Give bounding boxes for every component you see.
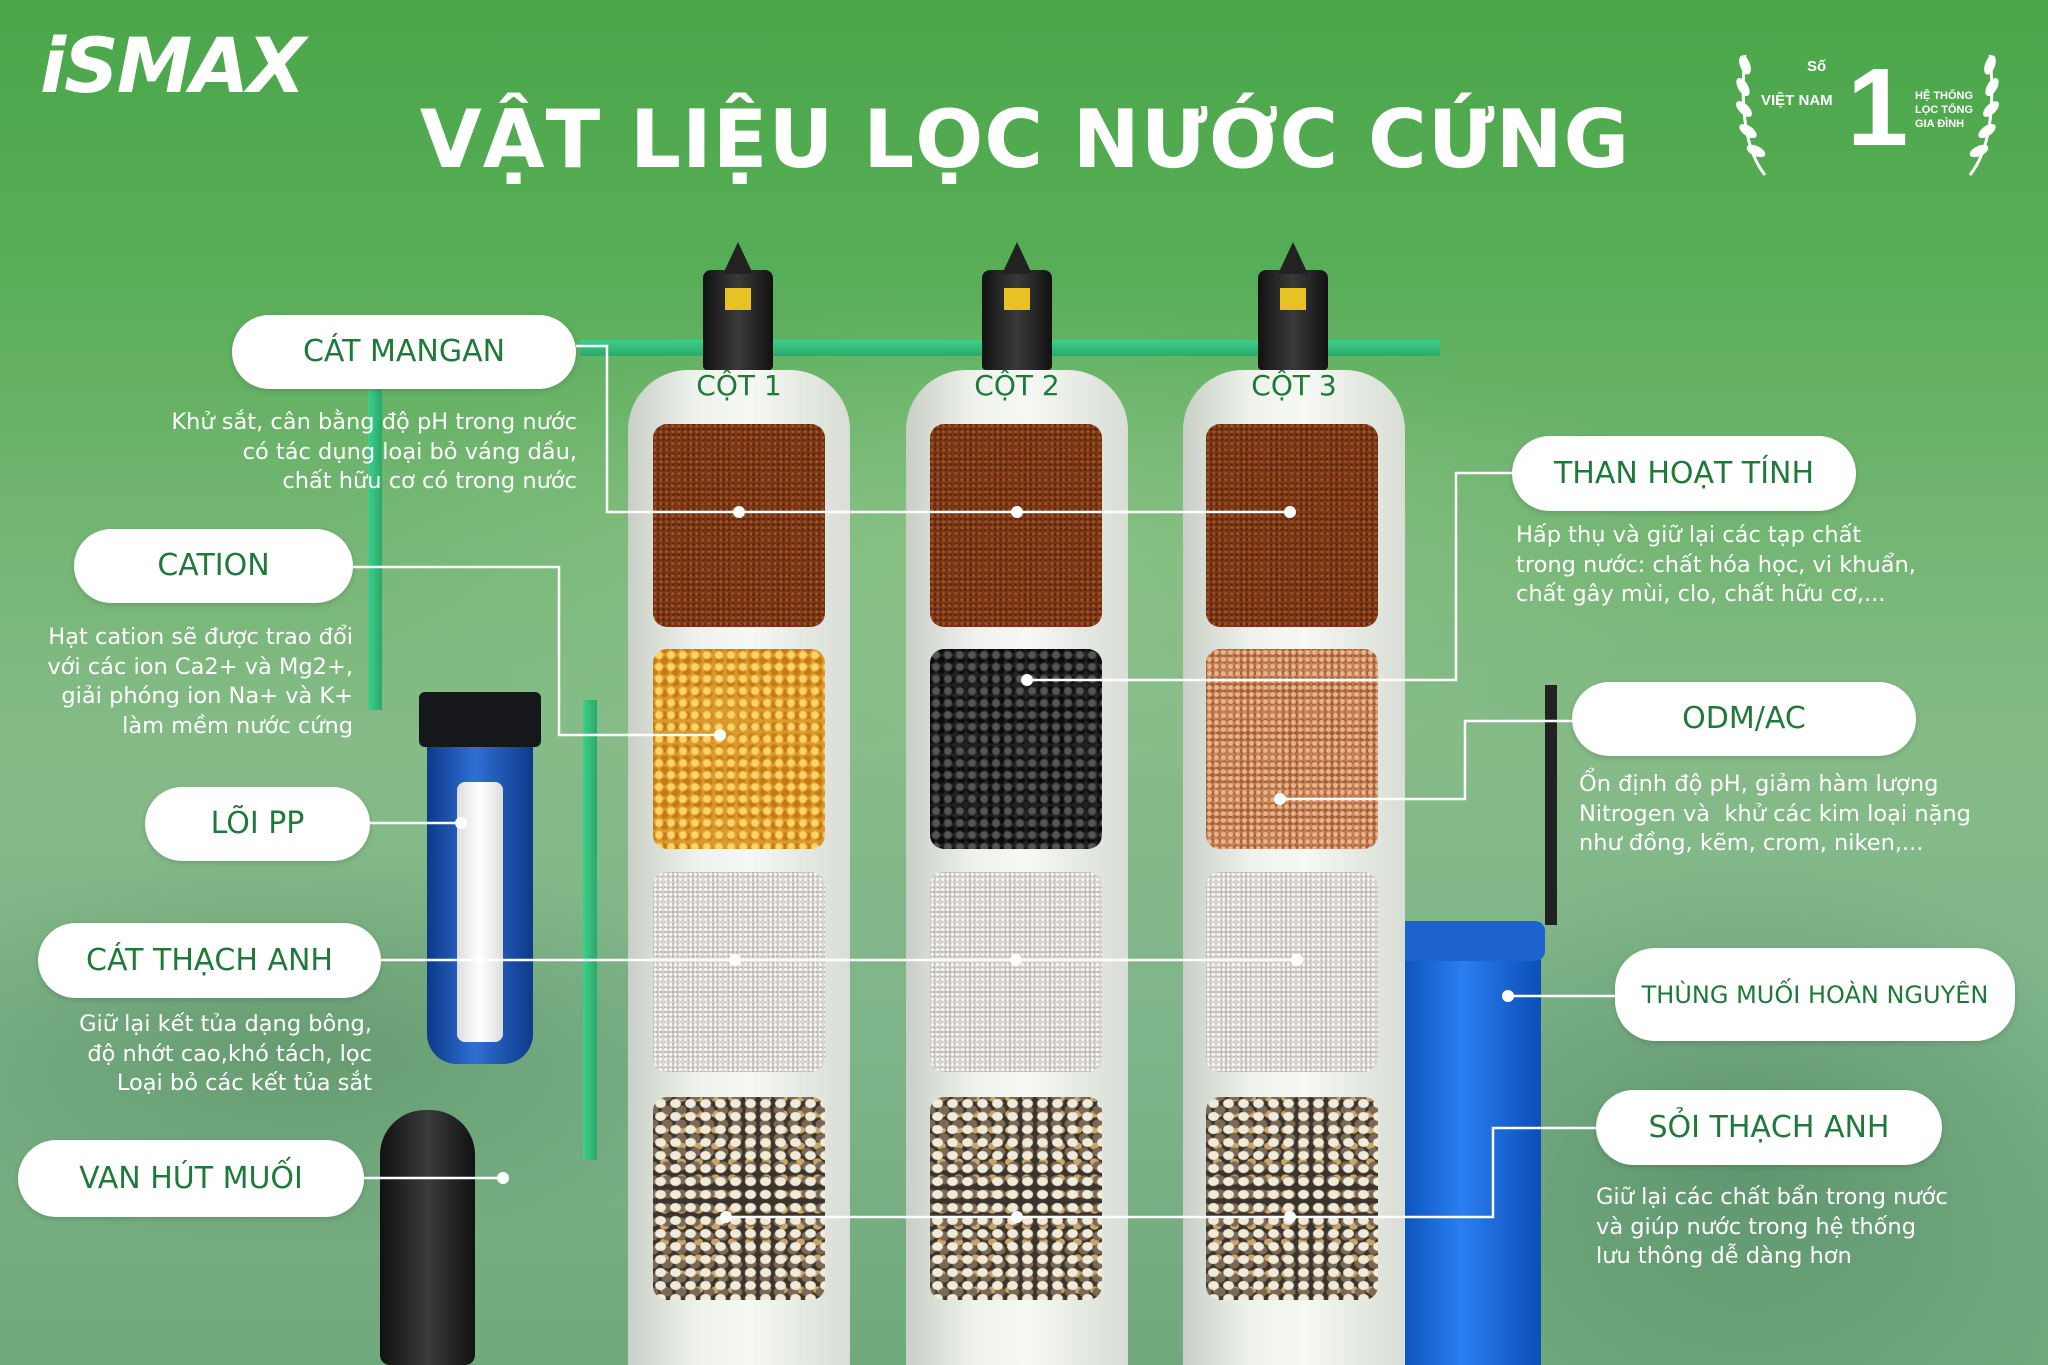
- brine-valve: [380, 1110, 475, 1365]
- laurel-wreath-icon: [1736, 54, 1767, 176]
- label-thung-muoi: THÙNG MUỐI HOÀN NGUYÊN: [1615, 948, 2015, 1041]
- label-van-hut-muoi: VAN HÚT MUỐI: [18, 1140, 364, 1217]
- layer-soi-3: [1206, 1097, 1378, 1300]
- label-cat-mangan: CÁT MANGAN: [232, 315, 576, 389]
- inlet-pipe: [368, 340, 382, 710]
- control-valve-2: [982, 270, 1052, 370]
- layer-soi-2: [930, 1097, 1102, 1300]
- label-odm-ac: ODM/AC: [1572, 682, 1916, 756]
- brine-pipe: [583, 700, 597, 1160]
- label-soi-thach-anh: SỎI THẠCH ANH: [1596, 1090, 1942, 1165]
- layer-cat-mangan-2: [930, 424, 1102, 627]
- page-title: VẬT LIỆU LỌC NƯỚC CỨNG: [419, 93, 1631, 186]
- pp-filter-housing: [419, 692, 541, 1064]
- layer-cat-thach-anh-1: [653, 872, 825, 1072]
- connector-soi-thach-anh: [726, 1126, 1596, 1219]
- connector-than-hoat-tinh: [1027, 471, 1512, 682]
- layer-odm-ac: [1206, 649, 1378, 849]
- label-than-hoat-tinh: THAN HOẠT TÍNH: [1512, 436, 1856, 511]
- desc-cation: Hạt cation sẽ được trao đổi với các ion …: [47, 624, 353, 739]
- label-cat-thach-anh: CÁT THẠCH ANH: [38, 923, 381, 998]
- laurel-wreath-icon: [1968, 54, 1999, 176]
- connector-dots: [455, 506, 1514, 1223]
- badge-vietnam: VIỆT NAM: [1761, 92, 1833, 109]
- layer-cat-mangan-1: [653, 424, 825, 627]
- layer-cat-mangan-3: [1206, 424, 1378, 627]
- badge-so: Số: [1807, 58, 1827, 75]
- label-cation: CATION: [74, 529, 353, 603]
- column-1-label: CỘT 1: [696, 369, 782, 402]
- connector-cation: [353, 565, 720, 737]
- desc-than-hoat-tinh: Hấp thụ và giữ lại các tạp chất trong nư…: [1516, 522, 1916, 607]
- control-valve-3: [1258, 270, 1328, 370]
- label-loi-pp: LÕI PP: [145, 787, 370, 861]
- layer-soi-1: [653, 1097, 825, 1300]
- ismax-logo: iSMAX: [40, 21, 306, 110]
- layer-than-hoat-tinh: [930, 649, 1102, 849]
- desc-cat-thach-anh: Giữ lại kết tủa dạng bông, độ nhớt cao,k…: [79, 1011, 372, 1096]
- control-valve-1: [703, 270, 773, 370]
- desc-odm-ac: Ổn định độ pH, giảm hàm lượng Nitrogen v…: [1579, 771, 1971, 856]
- badge-number: 1: [1847, 46, 1909, 169]
- desc-cat-mangan: Khử sắt, cân bằng độ pH trong nước có tá…: [171, 409, 577, 494]
- layer-cat-thach-anh-2: [930, 872, 1102, 1072]
- column-2-label: CỘT 2: [974, 369, 1060, 402]
- column-3-label: CỘT 3: [1251, 369, 1337, 402]
- desc-soi-thach-anh: Giữ lại các chất bẩn trong nước và giúp …: [1596, 1184, 1948, 1269]
- layer-cat-thach-anh-3: [1206, 872, 1378, 1072]
- connector-odm-ac: [1280, 719, 1572, 801]
- layer-cation: [653, 649, 825, 849]
- connector-cat-mangan: [576, 344, 1290, 514]
- drain-pipe: [1545, 685, 1557, 925]
